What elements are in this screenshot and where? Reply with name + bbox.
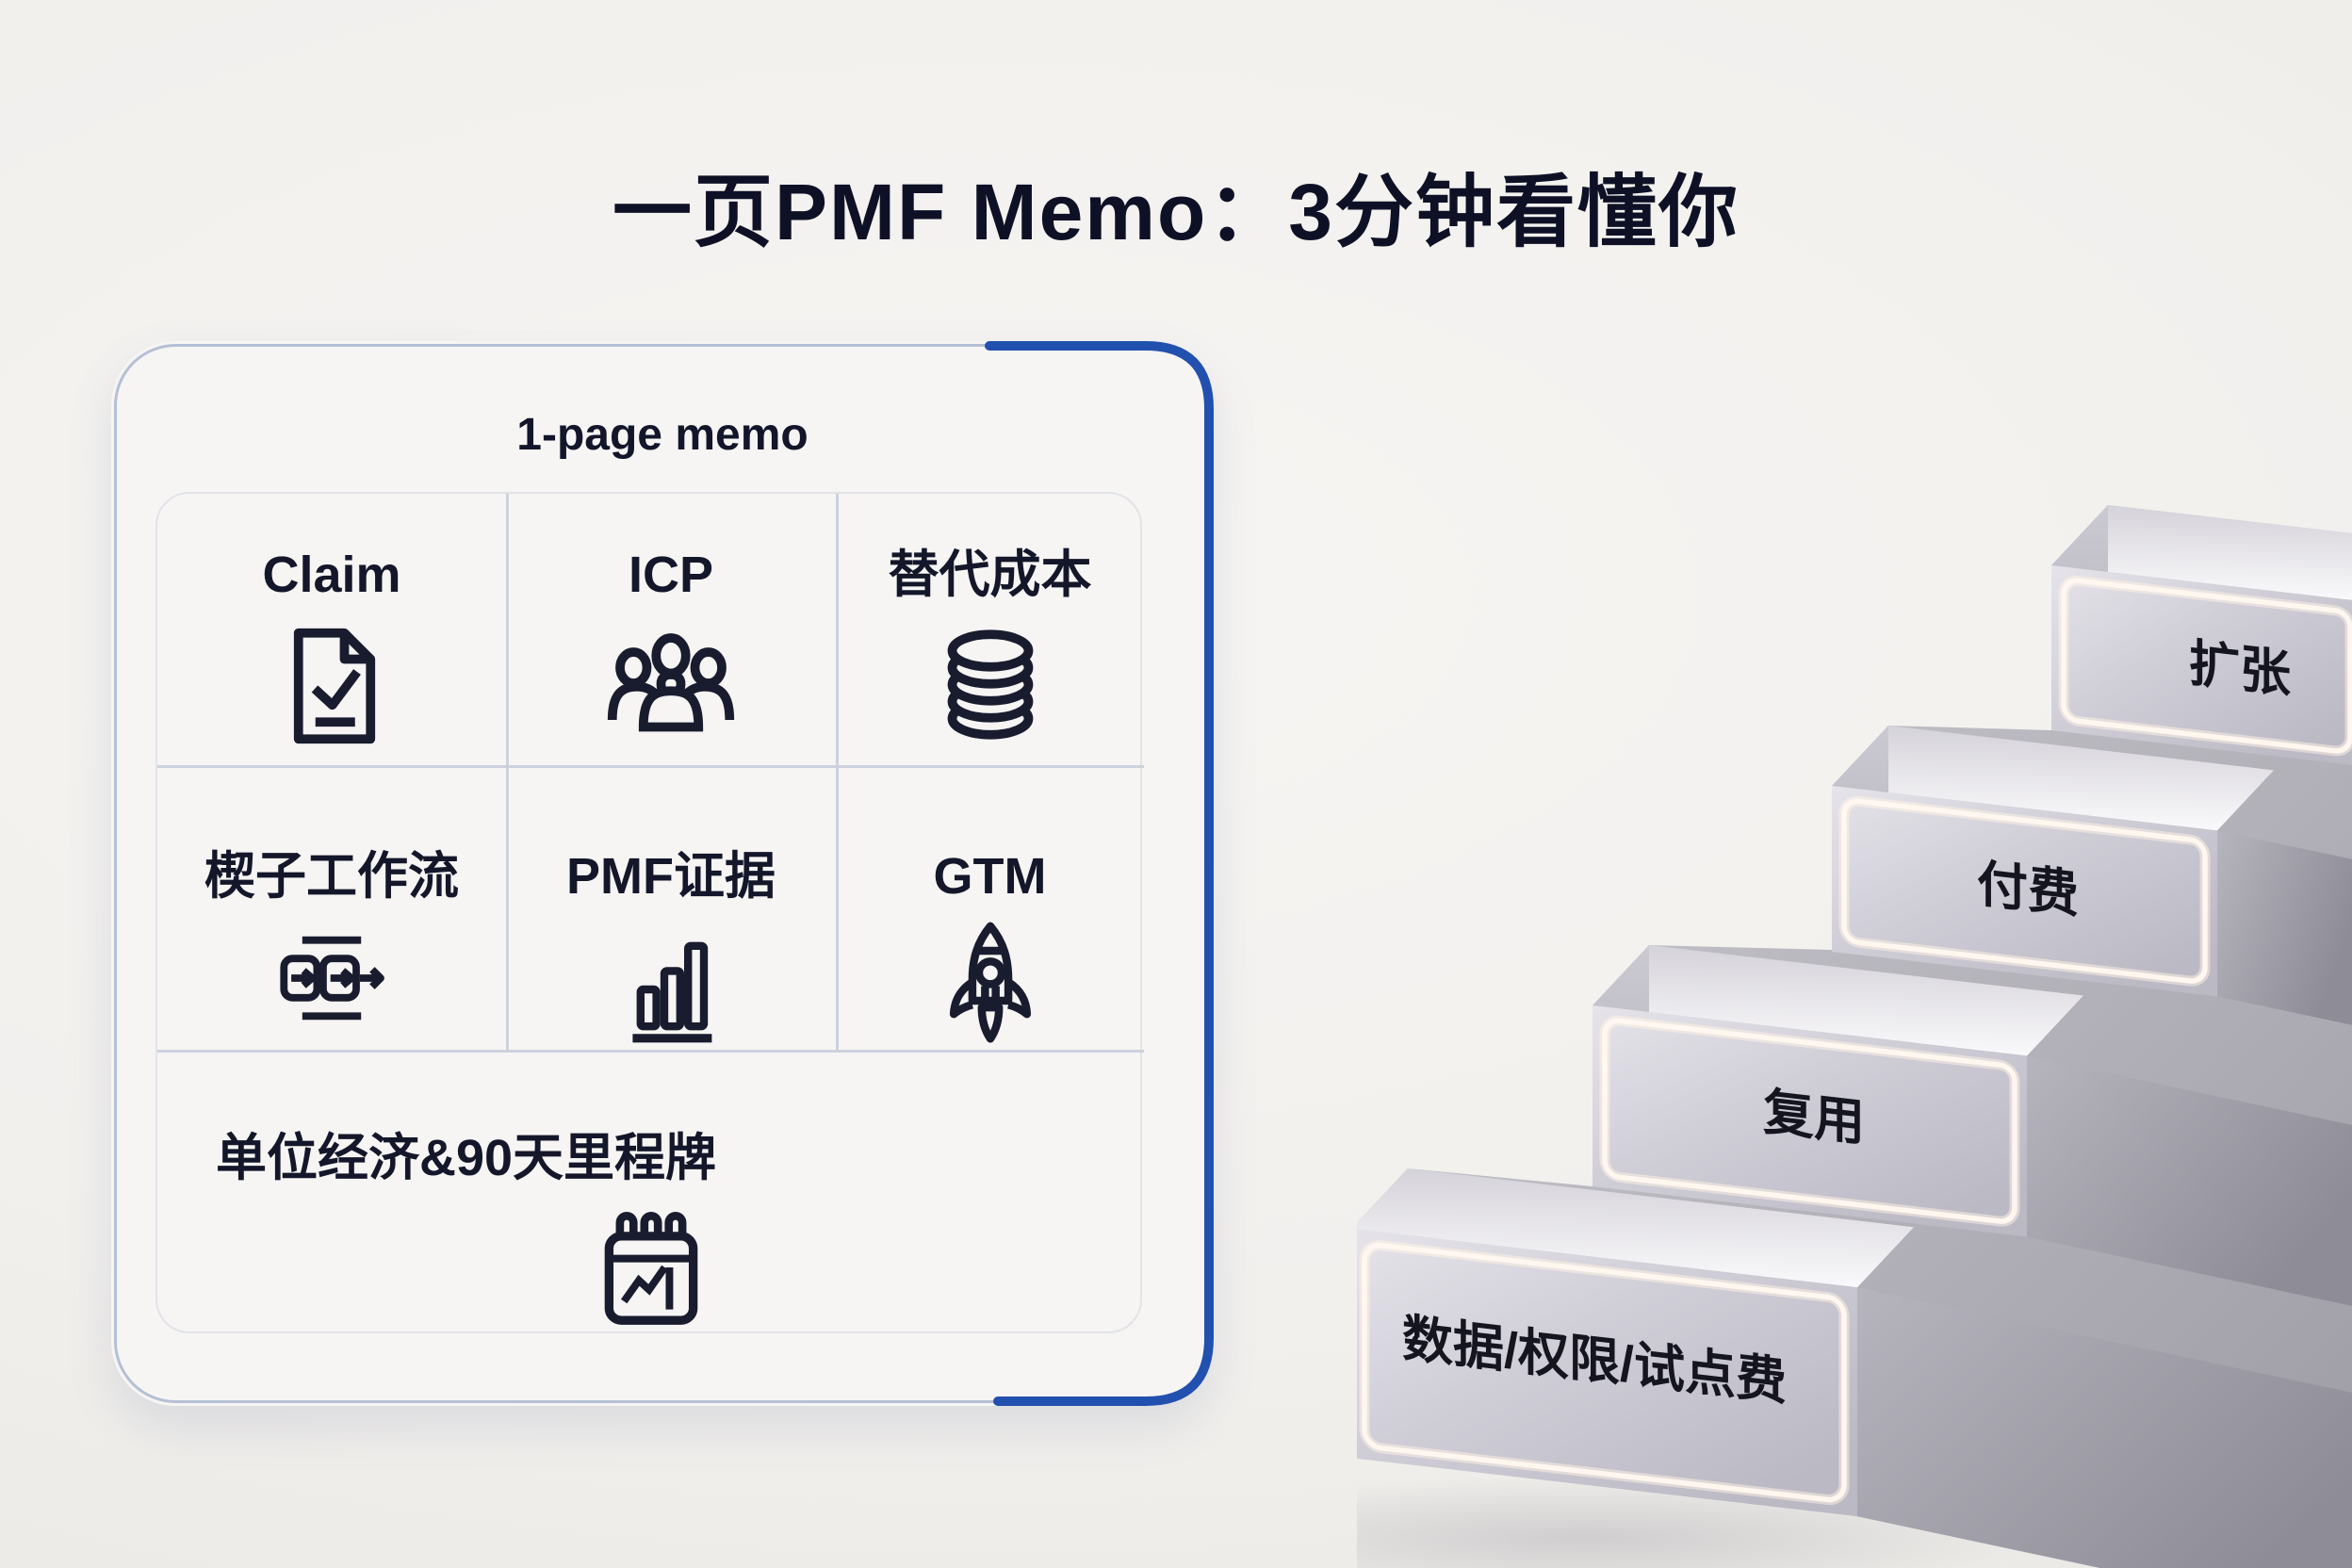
stair-step-1-top <box>2051 505 2352 601</box>
memo-card-header: 1-page memo <box>516 410 808 460</box>
staircase-illustration: 扩张 付费 复用 <box>1357 505 2352 1568</box>
cell-label: GTM <box>933 848 1047 905</box>
memo-card: 1-page memo Claim ICP <box>111 341 1214 1406</box>
memo-cell-claim: Claim <box>157 548 506 765</box>
grid-divider-horizontal-1 <box>157 765 1144 768</box>
stair-step-3-front: 复用 <box>1592 1005 2027 1237</box>
stair-step-1-front: 扩张 <box>2051 565 2352 767</box>
stair-step-1-label: 扩张 <box>2189 635 2292 703</box>
memo-cell-pmf-evidence: PMF证据 <box>506 850 836 1050</box>
memo-cell-wedge-workflow: 楔子工作流 <box>157 850 506 1050</box>
stair-step-3-side <box>2027 1055 2352 1306</box>
cell-label: ICP <box>628 547 714 603</box>
page-title: 一页PMF Memo：3分钟看懂你 <box>612 168 1740 256</box>
memo-grid-panel: Claim ICP <box>155 492 1144 1335</box>
rocket-icon <box>949 922 1031 1043</box>
stair-step-2-label: 付费 <box>1977 856 2079 923</box>
bar-chart-icon <box>632 941 712 1043</box>
memo-cell-switching-cost: 替代成本 <box>836 548 1144 765</box>
cell-label: 楔子工作流 <box>204 848 459 905</box>
cell-label: Claim <box>262 547 401 603</box>
document-check-icon <box>293 628 376 743</box>
memo-cell-unit-economics: 单位经济&90天里程牌 <box>157 1116 1144 1335</box>
stair-step-3-top <box>1592 945 2083 1056</box>
people-icon <box>607 632 735 732</box>
workflow-icon <box>280 936 384 1020</box>
stair-step-2-side <box>2217 830 2352 1025</box>
memo-cell-icp: ICP <box>506 548 836 765</box>
stair-step-4-top <box>1357 1168 1914 1288</box>
memo-cell-gtm: GTM <box>836 850 1144 1050</box>
footer-label: 单位经济&90天里程牌 <box>216 1130 717 1186</box>
stair-step-3-label: 复用 <box>1763 1084 1865 1152</box>
cell-label: PMF证据 <box>566 848 776 905</box>
stair-step-2-top <box>1832 726 2274 831</box>
coins-icon <box>947 629 1033 740</box>
grid-divider-horizontal-2 <box>157 1050 1144 1053</box>
stair-step-2-front: 付费 <box>1832 786 2217 997</box>
calendar-trend-icon <box>604 1211 697 1325</box>
stair-step-4-side <box>1857 1287 2352 1568</box>
stair-step-4-front: 数据/权限/试点费 <box>1357 1229 1857 1517</box>
cell-label: 替代成本 <box>888 547 1092 603</box>
